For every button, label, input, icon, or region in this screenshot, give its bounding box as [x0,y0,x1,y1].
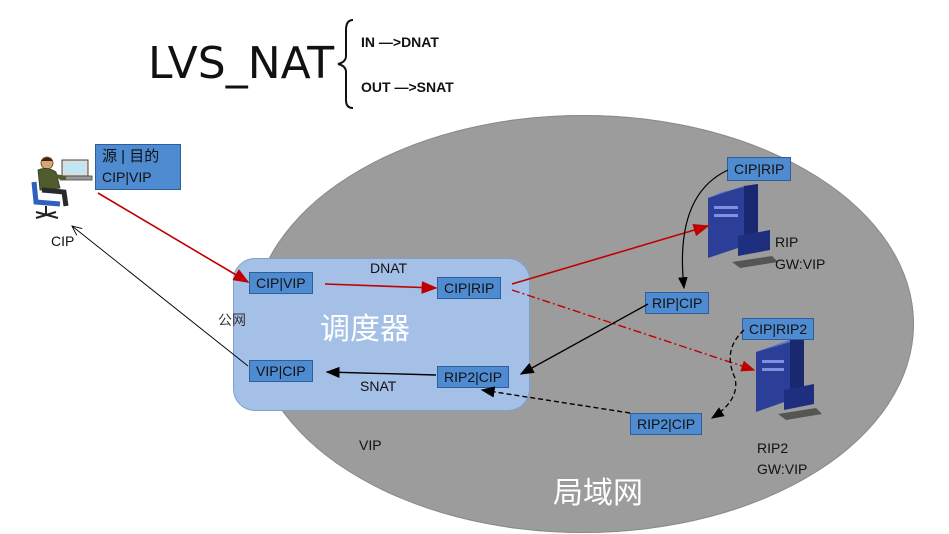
server1-rip-label: RIP [775,234,799,250]
packet-in-box: CIP|VIP [249,272,313,294]
packet-snat-box: RIP2|CIP [437,366,510,388]
server2-packet-box: CIP|RIP2 [742,318,815,340]
vip-label: VIP [359,437,382,453]
server1-packet-box: CIP|RIP [727,157,792,181]
dnat-label: DNAT [370,260,408,276]
snat-label: SNAT [360,378,397,394]
arrow-scheduler-to-client [72,226,249,367]
server1-icon [708,184,778,268]
packet-reply2-box: RIP2|CIP [630,413,703,435]
packet-reply1-box: RIP|CIP [645,292,710,314]
client-packet-line1: 源 | 目的 [102,148,160,165]
lan-label: 局域网 [553,476,643,511]
arrow-to-server2 [511,289,756,372]
arrow-to-server1 [511,223,710,285]
rule-out: OUT —>SNAT [361,79,454,95]
scheduler-title: 调度器 [320,312,410,347]
arrow-snat [325,366,437,378]
arrow-dnat [324,281,438,294]
server2-icon [756,338,822,420]
arrow-client-to-scheduler [97,192,250,283]
public-net-label: 公网 [218,312,246,328]
server2-rip2-label: RIP2 [757,440,789,456]
client-packet-line2: CIP|VIP [102,169,152,185]
client-packet-box: 源 | 目的 CIP|VIP [95,144,181,190]
packet-out-box: VIP|CIP [249,360,313,382]
arrow-server1-reply [678,169,729,290]
diagram-title: LVS_NAT [148,38,335,89]
user-icon [31,156,93,219]
rule-in: IN —>DNAT [361,34,439,50]
arrow-reply-to-scheduler [519,303,649,375]
client-label: CIP [51,233,75,249]
arrow-reply2-to-scheduler [480,386,631,414]
server1-gw-label: GW:VIP [775,256,826,272]
server2-gw-label: GW:VIP [757,461,808,477]
arrow-server2-reply [710,329,745,419]
